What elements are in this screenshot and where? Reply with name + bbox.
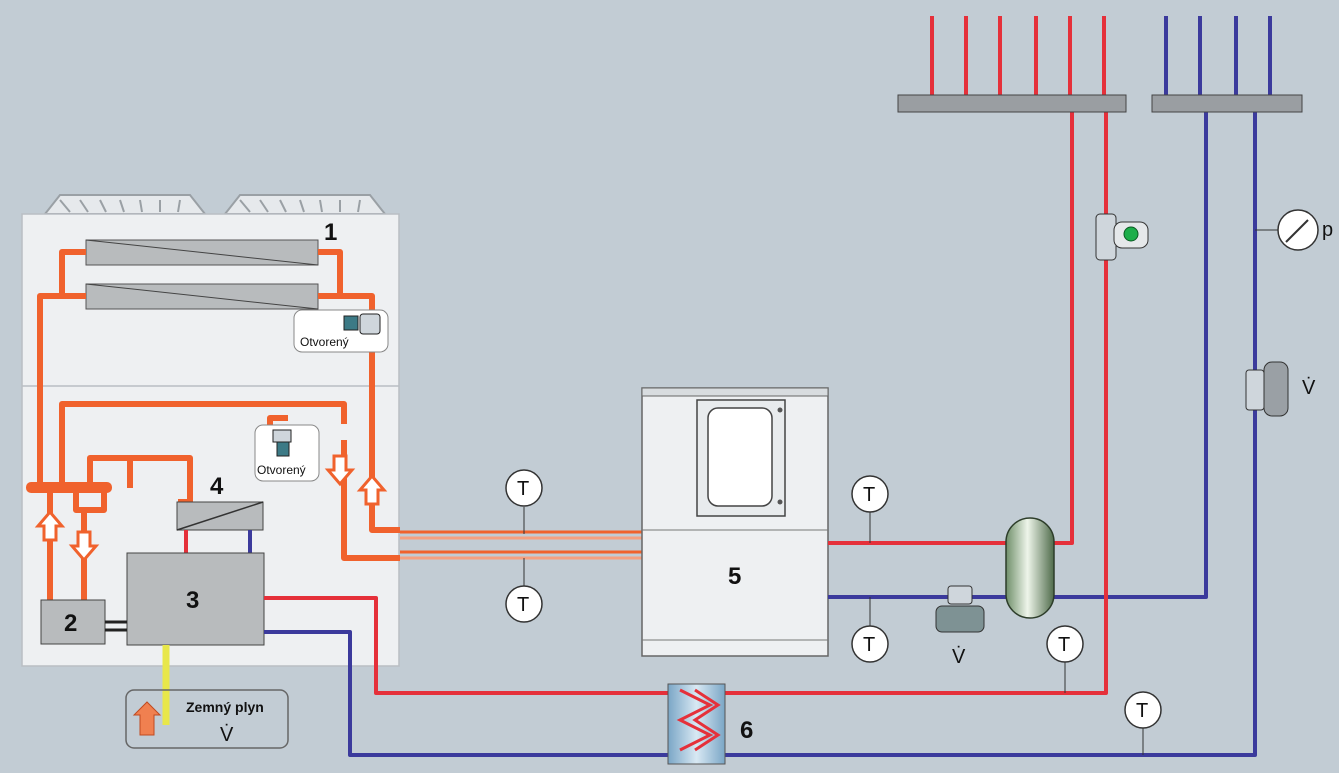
coil-upper bbox=[85, 239, 319, 266]
label-5: 5 bbox=[728, 563, 741, 590]
temp-sensor-4-label: T bbox=[863, 634, 875, 656]
temp-sensor-4: T bbox=[851, 597, 889, 663]
temp-sensor-5: T bbox=[1046, 625, 1084, 693]
temp-sensor-5-label: T bbox=[1058, 634, 1070, 656]
temp-sensor-3-label: T bbox=[863, 484, 875, 506]
valve-lower-label: Otvorený bbox=[257, 463, 306, 477]
cold-manifold bbox=[1151, 16, 1303, 113]
refrigerant-header bbox=[26, 482, 112, 493]
flow-meter-middle: V̇ bbox=[935, 585, 985, 668]
label-6: 6 bbox=[740, 717, 753, 744]
gas-arrow-icon bbox=[132, 701, 162, 736]
temp-sensor-6-label: T bbox=[1136, 700, 1148, 722]
fan-left bbox=[42, 194, 208, 215]
coil-lower bbox=[85, 283, 319, 310]
fan-right bbox=[222, 194, 388, 215]
circulation-pump[interactable] bbox=[1095, 213, 1149, 261]
flow-symbol-middle: V̇ bbox=[952, 646, 966, 668]
pressure-gauge: p bbox=[1255, 209, 1333, 251]
gas-flow-symbol: V̇ bbox=[220, 724, 234, 746]
temp-sensor-1: T bbox=[505, 469, 543, 534]
valve-upper-label: Otvorený bbox=[300, 335, 349, 349]
valve-lower[interactable]: Otvorený bbox=[254, 424, 320, 482]
flow-symbol-right: V̇ bbox=[1302, 377, 1316, 399]
temp-sensor-2: T bbox=[505, 558, 543, 623]
refrigerant-lines-to-5 bbox=[400, 530, 642, 560]
label-1: 1 bbox=[324, 219, 337, 246]
pump-indicator-icon bbox=[1123, 226, 1139, 242]
flow-meter-right: V̇ bbox=[1245, 361, 1316, 417]
component-2: 2 bbox=[40, 599, 127, 645]
heat-exchanger-6: 6 bbox=[667, 683, 753, 765]
label-4: 4 bbox=[210, 473, 224, 500]
temp-sensor-3: T bbox=[851, 475, 889, 543]
water-circuit bbox=[264, 112, 1257, 757]
component-4: 4 bbox=[176, 473, 264, 553]
pressure-symbol: p bbox=[1322, 219, 1333, 241]
flow-arrows bbox=[34, 454, 388, 563]
refrigerant-piping bbox=[37, 249, 400, 600]
label-2: 2 bbox=[64, 610, 77, 637]
heat-pump-unit: Otvorený Otvorený 4 3 2 1 bbox=[21, 194, 400, 667]
gas-label: Zemný plyn bbox=[186, 699, 264, 715]
label-3: 3 bbox=[186, 587, 199, 614]
gas-supply: Zemný plyn V̇ bbox=[125, 645, 289, 749]
temp-sensor-2-label: T bbox=[517, 594, 529, 616]
component-3: 3 bbox=[126, 552, 265, 646]
valve-upper[interactable]: Otvorený bbox=[293, 309, 389, 353]
temp-sensor-1-label: T bbox=[517, 478, 529, 500]
temp-sensor-6: T bbox=[1124, 691, 1162, 755]
hot-manifold bbox=[897, 16, 1127, 113]
buffer-tank bbox=[1005, 517, 1055, 619]
unit-5: 5 bbox=[641, 387, 829, 657]
